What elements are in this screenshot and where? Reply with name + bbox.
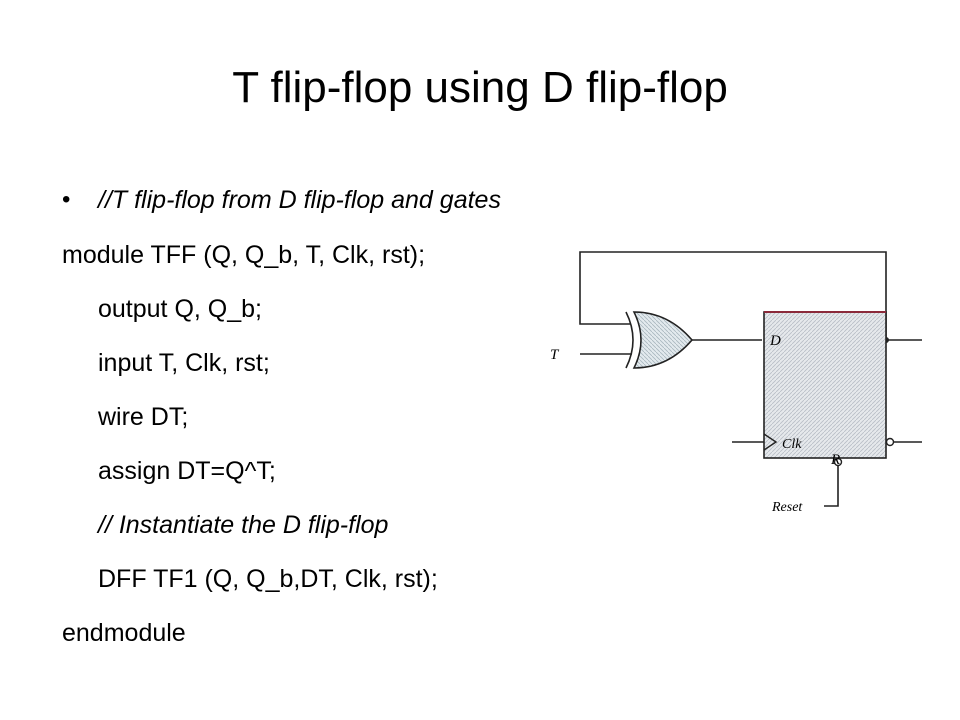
clk-pin-label: Clk [782, 437, 802, 452]
qb-bubble [885, 437, 895, 447]
bullet-marker: • [62, 186, 71, 213]
reset-label: Reset [771, 500, 803, 515]
code-line-input: input T, Clk, rst; [98, 349, 270, 377]
d-pin-label: D [769, 333, 781, 349]
clk-triangle [763, 433, 778, 451]
code-line-output: output Q, Q_b; [98, 295, 262, 323]
t-input-label: T [550, 347, 560, 363]
code-line-instantiate: DFF TF1 (Q, Q_b,DT, Clk, rst); [98, 565, 438, 593]
d-flipflop-box [763, 311, 887, 459]
r-pin-label: R [830, 452, 840, 468]
bullet-comment: //T flip-flop from D flip-flop and gates [98, 186, 501, 214]
tff-circuit-diagram: T D Clk R Reset [550, 251, 922, 515]
slide-title: T flip-flop using D flip-flop [232, 63, 728, 112]
code-line-assign: assign DT=Q^T; [98, 457, 276, 485]
reset-wire [824, 466, 839, 507]
xor-gate [625, 311, 694, 369]
reset-bubble [833, 457, 843, 467]
code-line-comment: // Instantiate the D flip-flop [98, 511, 389, 539]
feedback-wire [579, 251, 887, 340]
code-line-wire: wire DT; [98, 403, 189, 431]
code-line-endmodule: endmodule [62, 619, 186, 647]
code-line-module: module TFF (Q, Q_b, T, Clk, rst); [62, 241, 426, 269]
